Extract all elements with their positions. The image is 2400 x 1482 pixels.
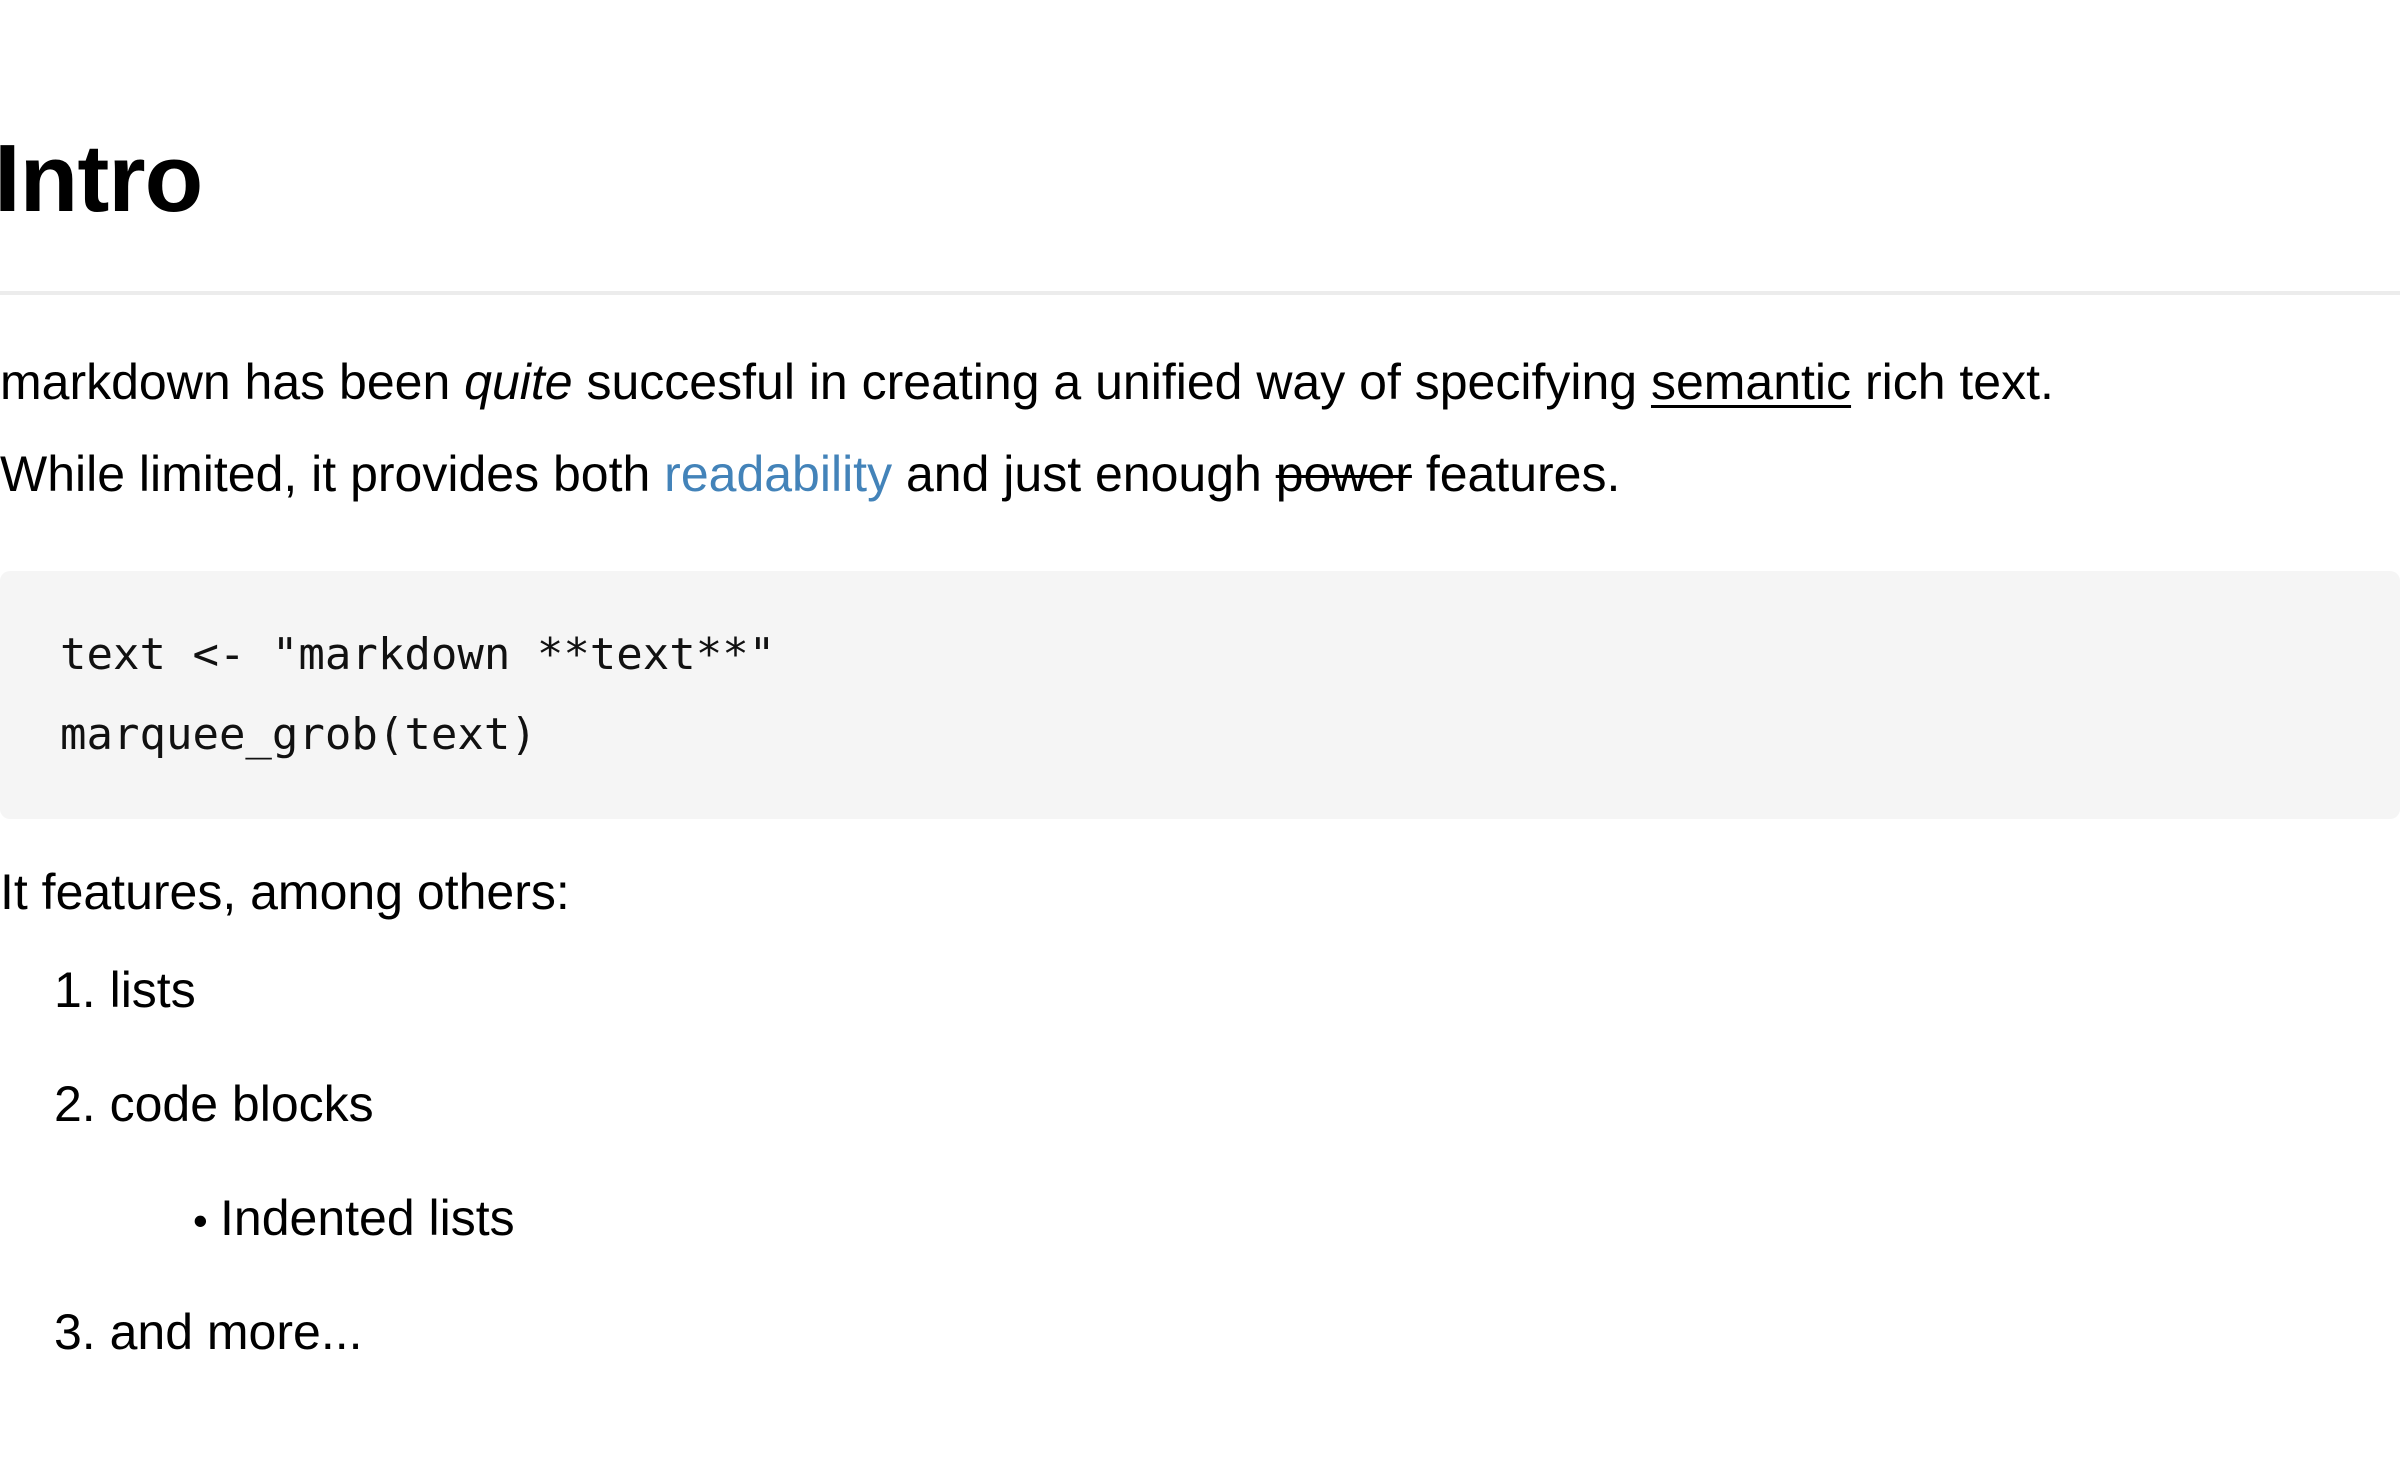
list-item-label: lists — [109, 962, 196, 1018]
code-line: marquee_grob(text) — [60, 709, 537, 760]
list-item-label: and more... — [109, 1304, 363, 1360]
code-line: text <- "markdown **text**" — [60, 629, 776, 680]
code-block: text <- "markdown **text**" marquee_grob(… — [0, 571, 2400, 819]
list-marker: 2. — [54, 1076, 110, 1132]
list-item: 3. and more... — [0, 1302, 2400, 1416]
paragraph-text-segment: and just enough — [892, 446, 1276, 502]
paragraph-line-2: While limited, it provides both readabil… — [0, 428, 2400, 520]
list-bullet-icon: • — [193, 1197, 220, 1244]
intro-paragraph: markdown has been quite succesful in cre… — [0, 336, 2400, 520]
paragraph-text-segment: features. — [1411, 446, 1621, 502]
list-item: 1. lists — [0, 960, 2400, 1074]
emphasis-underline-semantic: semantic — [1650, 354, 1852, 410]
paragraph-text-segment: While limited, it provides both — [0, 446, 665, 502]
page-title: Intro — [0, 125, 203, 233]
list-marker: 1. — [54, 962, 110, 1018]
list-item: 2. code blocks — [0, 1074, 2400, 1188]
emphasis-italic-quite: quite — [464, 354, 573, 410]
list-item-label: code blocks — [109, 1076, 374, 1132]
list-item-nested: • Indented lists — [0, 1188, 2400, 1302]
link-readability[interactable]: readability — [664, 446, 893, 502]
emphasis-strikethrough-power: power — [1275, 446, 1412, 502]
paragraph-text-segment: rich text. — [1851, 354, 2054, 410]
list-lead-in-text: It features, among others: — [0, 864, 570, 920]
heading-divider — [0, 291, 2400, 295]
paragraph-line-1: markdown has been quite succesful in cre… — [0, 336, 2400, 428]
feature-list: 1. lists 2. code blocks • Indented lists… — [0, 960, 2400, 1416]
list-marker: 3. — [54, 1304, 110, 1360]
list-item-label: Indented lists — [220, 1190, 515, 1246]
paragraph-text-segment: succesful in creating a unified way of s… — [572, 354, 1651, 410]
paragraph-text-segment: markdown has been — [0, 354, 465, 410]
